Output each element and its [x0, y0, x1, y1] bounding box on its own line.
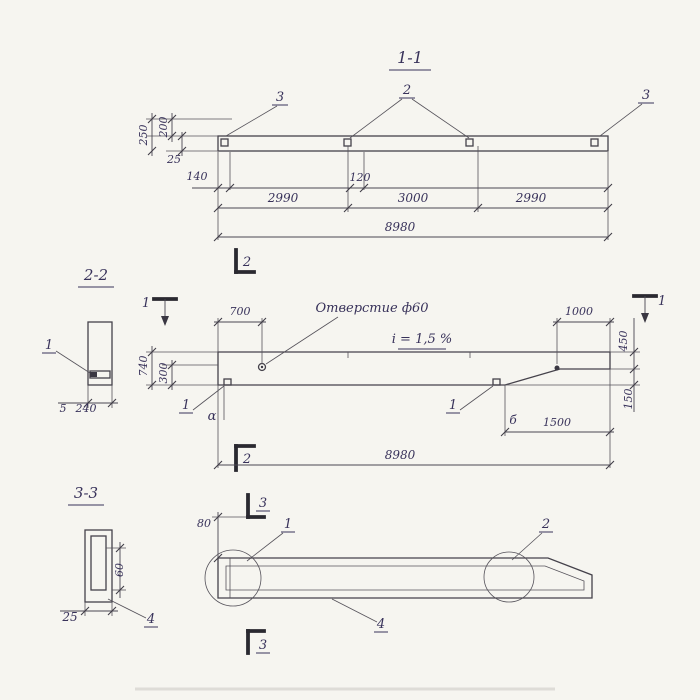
- arrow-down-icon: [161, 316, 169, 326]
- section-2-2-outline: [87, 321, 113, 386]
- hole-note: Отверстие ф60: [315, 301, 428, 316]
- dim-200: 200: [157, 117, 170, 139]
- callout-4-plan: 4: [376, 617, 385, 632]
- dim-1500: 1500: [543, 416, 571, 429]
- section-1-1-view: 1-1 3 2 3 250 200 25 140: [137, 48, 654, 242]
- dim-300: 300: [157, 363, 170, 384]
- dim-80: 80: [197, 517, 211, 530]
- dim-120: 120: [350, 171, 371, 184]
- dim-total: 8980: [385, 220, 416, 234]
- dim-250: 250: [137, 125, 150, 147]
- label-b: б: [509, 413, 517, 427]
- beam-plan-outline: [217, 135, 609, 152]
- detail-circle-left: [204, 549, 262, 607]
- view-title-1-1: 1-1: [397, 48, 423, 67]
- callout-1-plan: 1: [284, 517, 292, 532]
- elevation-view: 2 2 1 1 Отверстие ф60 i = 1,5 %: [137, 248, 666, 472]
- dim-1000: 1000: [565, 305, 593, 318]
- callout-3-right: 3: [642, 88, 650, 103]
- bottom-plate-right: [492, 378, 501, 386]
- dim-span-2: 3000: [398, 191, 429, 205]
- arrow-down-icon: [641, 313, 649, 323]
- callout-3-left: 3: [276, 90, 284, 105]
- view-title-3-3: 3-3: [74, 484, 98, 502]
- anchor-plate: [590, 138, 599, 147]
- cut-marker-1-right: 1: [658, 294, 666, 309]
- dim-150: 150: [622, 389, 635, 410]
- section-2-2-detail: 2-2 1 5 240: [42, 266, 118, 415]
- view-title-2-2: 2-2: [83, 266, 108, 284]
- dim-span-3: 2990: [515, 191, 547, 205]
- dim-140: 140: [187, 170, 208, 183]
- cut-marker-2-bottom: 2: [242, 452, 251, 467]
- anchor-plate: [343, 138, 352, 147]
- cut-marker-3-top: 3: [259, 496, 267, 511]
- bottom-plate-left: [223, 378, 232, 386]
- slope-note: i = 1,5 %: [392, 332, 452, 347]
- dim-25-bottom: 25: [61, 610, 77, 624]
- beam-bottom-inner: [225, 565, 585, 591]
- cut-marker-2-top: 2: [242, 255, 251, 270]
- dim-60: 60: [113, 563, 126, 577]
- dim-700: 700: [230, 305, 251, 318]
- bottom-plan-view: 3 3 80 1 2 4: [197, 493, 593, 655]
- dim-total-elevation: 8980: [385, 448, 416, 462]
- callout-1: 1: [45, 338, 53, 353]
- cut-marker-1-left: 1: [142, 296, 150, 311]
- detail-circle-right: [483, 551, 535, 603]
- anchor-plate: [465, 138, 474, 147]
- label-alpha: α: [208, 409, 217, 424]
- callout-2-plan: 2: [541, 517, 550, 532]
- callout-1-right: 1: [449, 398, 457, 413]
- callout-4: 4: [146, 612, 155, 627]
- beam-bottom-outline: [217, 557, 593, 599]
- anchor-plate: [220, 138, 229, 147]
- dim-5: 5: [60, 402, 67, 415]
- dim-25: 25: [166, 153, 181, 166]
- dim-740: 740: [137, 356, 150, 377]
- section-3-3-inner: [90, 535, 107, 591]
- hole-right: [554, 365, 560, 371]
- section-3-3-outline: [84, 529, 113, 603]
- dim-240: 240: [75, 402, 97, 415]
- dim-span-1: 2990: [267, 191, 299, 205]
- section-3-3-detail: 3-3 60 25 4: [60, 484, 158, 628]
- cut-marker-3-bottom: 3: [259, 638, 267, 653]
- callout-1-left: 1: [182, 398, 190, 413]
- callout-2: 2: [402, 83, 411, 98]
- dim-450: 450: [617, 331, 630, 353]
